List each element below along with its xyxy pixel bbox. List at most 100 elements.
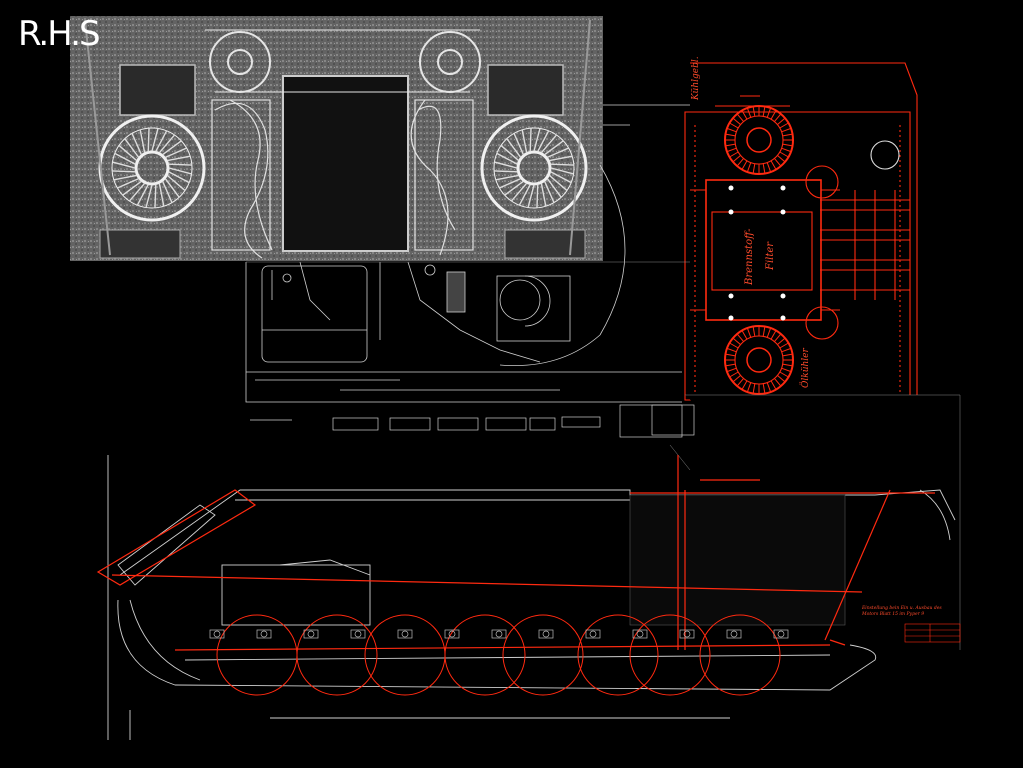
fan-blade	[122, 180, 142, 196]
cooler-ring-tick	[752, 106, 756, 117]
suspension-arm	[538, 629, 554, 639]
cooler-ring-tick	[782, 143, 793, 147]
cooler-ring-tick	[725, 363, 736, 367]
cooler-ring-tick	[729, 371, 739, 378]
suspension-arm	[303, 629, 319, 639]
fan-blade	[537, 130, 550, 152]
fan-blade	[499, 177, 521, 189]
fan-blade	[527, 184, 535, 208]
fan-blade	[158, 183, 165, 207]
fan-blade	[513, 133, 525, 155]
fan-blade	[504, 180, 524, 196]
road-wheel	[502, 614, 584, 696]
fan-blade	[155, 130, 168, 152]
fan-blade	[506, 138, 522, 158]
engine-deck-photo	[70, 16, 603, 261]
fan-blade	[549, 155, 573, 162]
cooler-ring-tick	[729, 342, 739, 349]
cooler-ring-tick	[752, 326, 756, 337]
road-wheel	[216, 614, 298, 696]
fan-blade	[536, 184, 539, 208]
fan-blade	[529, 128, 532, 152]
cooler-ring-tick	[726, 147, 737, 153]
suspension-pivot	[354, 630, 362, 638]
fan-blade	[167, 155, 191, 162]
fan-blade	[168, 171, 190, 184]
fan-blade	[112, 170, 136, 173]
cooler-ring-tick	[770, 110, 777, 120]
cooler-ring-tick	[746, 382, 752, 393]
label-fuel-filter-b: Filter	[765, 241, 776, 271]
cooler-ring-tick	[781, 127, 792, 133]
suspension-details	[209, 629, 789, 639]
cooler-ring-tick	[726, 367, 737, 373]
cooler-ring-tick	[766, 162, 772, 173]
hull-red-overlay	[96, 455, 935, 651]
cooler-ring-tick	[741, 330, 748, 340]
cooler-ring-tick	[762, 106, 766, 117]
suspension-arm	[773, 629, 789, 639]
cooler-ring-tick	[770, 330, 777, 340]
cooler-ring-tick	[736, 333, 744, 342]
fan-blade	[139, 129, 146, 153]
cooler-ring-tick	[736, 158, 744, 167]
label-fuel-filter-a: Brennstoff-	[744, 228, 755, 286]
fan-blade	[118, 144, 138, 162]
cooler-ring-tick	[782, 133, 793, 137]
cooler-ring-tick	[762, 383, 766, 394]
road-wheel	[577, 614, 659, 696]
rhs-logo: R.H.S	[18, 14, 101, 54]
cooler-ring-tick	[726, 347, 737, 353]
cooler-ring-tick	[774, 158, 782, 167]
fan-blade	[166, 174, 186, 192]
cooler-ring-tick	[762, 326, 766, 337]
cooler-ring-tick	[752, 163, 756, 174]
cooler-ring-tick	[777, 155, 786, 163]
road-wheel	[699, 614, 781, 696]
fan-blade	[131, 133, 143, 155]
hull-note-line1: Einstellung bein Ein u. Ausbau des	[861, 605, 942, 611]
fan-blade	[112, 161, 136, 169]
suspension-pivot	[777, 630, 785, 638]
cooler-ring-tick	[766, 107, 772, 118]
fan-blade	[162, 140, 182, 156]
cooler-ring-tick	[732, 117, 741, 125]
fan-blade	[544, 140, 564, 156]
suspension-pivot	[730, 630, 738, 638]
road-wheel	[444, 614, 526, 696]
label-cooling-fan: Kühlgebl.	[691, 56, 701, 101]
suspension-pivot	[260, 630, 268, 638]
cooler-ring-tick	[781, 367, 792, 373]
suspension-pivot	[589, 630, 597, 638]
suspension-pivot	[636, 630, 644, 638]
fan-blade	[540, 183, 547, 207]
suspension-pivot	[683, 630, 691, 638]
cooler-ring-tick	[777, 375, 786, 383]
fan-blade	[145, 184, 153, 208]
suspension-arm	[585, 629, 601, 639]
fan-blade	[550, 163, 574, 166]
cooler-ring-tick	[777, 337, 786, 345]
fan-blade	[136, 184, 149, 206]
suspension-pivot	[495, 630, 503, 638]
section-detail-strip	[250, 404, 695, 438]
cooler-ring-tick	[736, 378, 744, 387]
hull-note-line2: Motors Blatt 15 im Pyper 9	[861, 611, 924, 617]
cooler-ring-tick	[774, 378, 782, 387]
fan-blade	[494, 161, 518, 169]
fan-blade	[543, 181, 555, 203]
suspension-arm	[726, 629, 742, 639]
cooler-ring-tick	[774, 113, 782, 122]
cooler-ring-tick	[779, 371, 789, 378]
fan-blade	[124, 138, 140, 158]
suspension-arm	[444, 629, 460, 639]
cooler-ring-tick	[779, 342, 789, 349]
suspension-pivot	[542, 630, 550, 638]
engine-compartment-side	[629, 494, 846, 626]
suspension-arm	[632, 629, 648, 639]
cooler-ring-tick	[726, 127, 737, 133]
cooler-ring-tick	[732, 375, 741, 383]
suspension-arm	[350, 629, 366, 639]
cooler-ring-tick	[779, 151, 789, 158]
